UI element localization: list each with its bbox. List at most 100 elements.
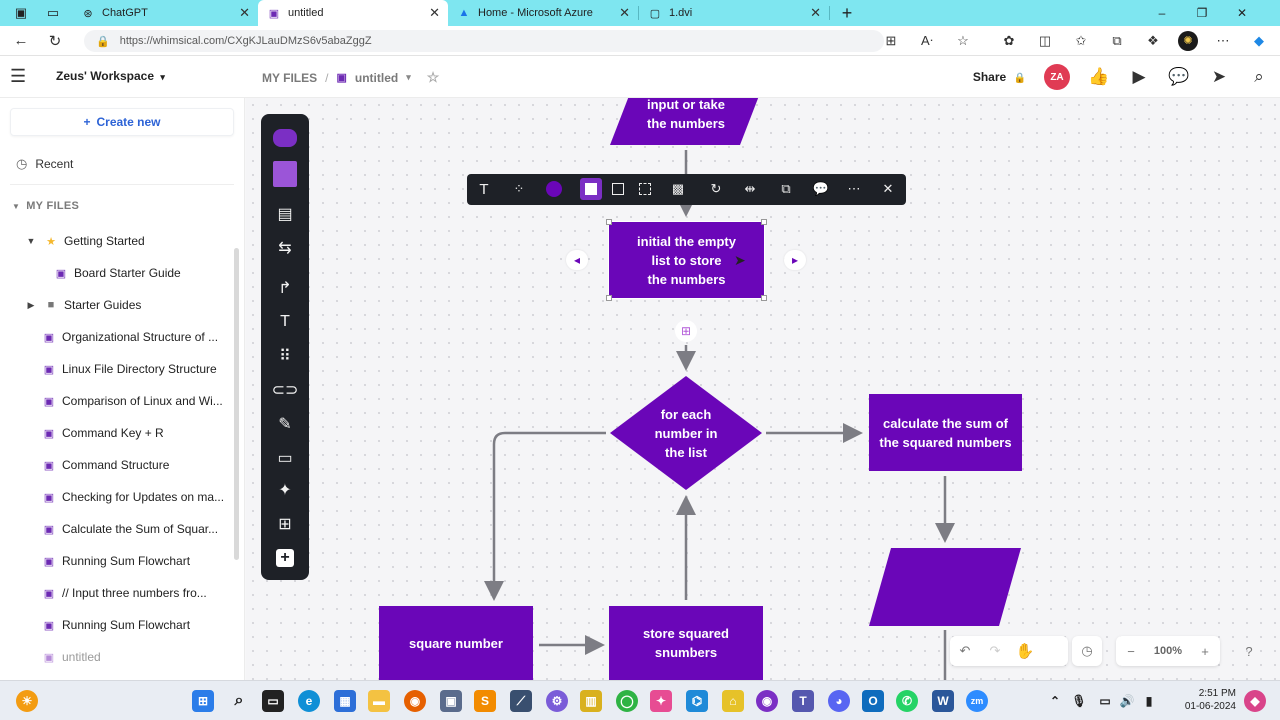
text-tool-icon[interactable]: T — [280, 313, 290, 330]
python-idle-icon[interactable]: ⌂ — [722, 690, 744, 712]
search-icon[interactable]: ⌕ — [1254, 67, 1264, 86]
sidebar-item-command-structure[interactable]: ▣ Command Structure — [42, 455, 170, 475]
back-icon[interactable]: ← — [13, 32, 29, 49]
avatar[interactable]: ZA — [1044, 64, 1070, 90]
table-tool-icon[interactable]: ⊞ — [278, 516, 292, 533]
weather-icon[interactable]: ☀ — [16, 690, 38, 712]
tab-untitled[interactable]: ▣ untitled ✕ — [258, 0, 448, 26]
close-tab-icon[interactable]: ✕ — [810, 5, 821, 20]
rotate-icon[interactable]: ↻ — [710, 181, 722, 196]
breadcrumb-my-files[interactable]: MY FILES — [262, 70, 318, 85]
network-app-icon[interactable]: ▣ — [440, 690, 462, 712]
filled-style-icon[interactable] — [580, 178, 602, 200]
more-options-icon[interactable]: ⋯ — [1216, 33, 1230, 48]
copilot-icon[interactable]: ◆ — [1254, 33, 1264, 48]
terminal-app-icon[interactable]: ⟋ — [510, 690, 532, 712]
zoom-app-icon[interactable]: zm — [966, 690, 988, 712]
duplicate-icon[interactable]: ⧉ — [781, 181, 791, 196]
shape-type-icon[interactable]: ⁘ — [513, 181, 525, 196]
sidebar-item-checking-updates[interactable]: ▣ Checking for Updates on ma... — [42, 487, 224, 507]
close-tab-icon[interactable]: ✕ — [619, 5, 630, 20]
sidebar-item-untitled[interactable]: ▣ untitled — [42, 647, 101, 667]
sublime-icon[interactable]: S — [474, 690, 496, 712]
workspaces-icon[interactable]: ▣ — [14, 5, 28, 20]
close-tab-icon[interactable]: ✕ — [429, 5, 440, 20]
vscode-icon[interactable]: ⌬ — [686, 690, 708, 712]
firefox-icon[interactable]: ◉ — [404, 690, 426, 712]
store-icon[interactable]: ▦ — [334, 690, 356, 712]
link-tool-icon[interactable]: ⊂⊃ — [271, 382, 299, 399]
sidebar-item-board-starter-guide[interactable]: ▣ Board Starter Guide — [54, 263, 181, 283]
like-icon[interactable]: 👍 — [1088, 67, 1110, 86]
close-icon[interactable]: ✕ — [882, 181, 894, 196]
chevron-down-icon[interactable]: ▾ — [406, 72, 411, 82]
selection-handle[interactable] — [606, 295, 612, 301]
my-files-section[interactable]: ▼ MY FILES — [12, 200, 79, 212]
present-icon[interactable]: ▶ — [1132, 67, 1146, 86]
share-button[interactable]: Share 🔒 — [973, 70, 1026, 84]
tray-chevron-icon[interactable]: ⌃ — [1049, 694, 1061, 708]
create-new-button[interactable]: + Create new — [10, 108, 234, 136]
close-tab-icon[interactable]: ✕ — [239, 5, 250, 20]
add-more-tool-icon[interactable]: + — [273, 546, 297, 570]
pencil-tool-icon[interactable]: ✎ — [278, 416, 292, 433]
output-parallelogram-node[interactable] — [869, 548, 1021, 626]
whatsapp-icon[interactable]: ✆ — [896, 690, 918, 712]
help-button[interactable]: ? — [1236, 636, 1262, 666]
microphone-icon[interactable]: 🎙 — [1071, 694, 1087, 708]
sidebar-toggle-icon[interactable]: ☰ — [10, 66, 27, 86]
favorites-icon[interactable]: ✩ — [1075, 33, 1087, 48]
edge-icon[interactable]: e — [298, 690, 320, 712]
app-available-icon[interactable]: ⊞ — [885, 33, 897, 48]
sidebar-item-org-structure[interactable]: ▣ Organizational Structure of ... — [42, 327, 218, 347]
selection-handle[interactable] — [761, 219, 767, 225]
undo-icon[interactable]: ↶ — [959, 643, 971, 658]
volume-icon[interactable]: 🔊 — [1119, 694, 1135, 708]
new-tab-icon[interactable]: + — [841, 2, 853, 23]
doc-title[interactable]: untitled — [354, 70, 399, 85]
extensions-icon[interactable]: ✿ — [1003, 33, 1015, 48]
sidebar-item-starter-guides[interactable]: ▶ ■ Starter Guides — [26, 295, 142, 315]
mind-map-tool-icon[interactable]: ⇆ — [278, 240, 292, 257]
redo-icon[interactable]: ↷ — [989, 643, 1001, 658]
sidebar-item-command-key[interactable]: ▣ Command Key + R — [42, 423, 164, 443]
paint-app-icon[interactable]: ✦ — [650, 690, 672, 712]
file-explorer-icon[interactable]: ▬ — [368, 690, 390, 712]
clock[interactable]: 2:51 PM 01-06-2024 — [1185, 687, 1236, 713]
sidebar-item-comparison[interactable]: ▣ Comparison of Linux and Wi... — [42, 391, 223, 411]
sidebar-scrollbar[interactable] — [234, 248, 239, 560]
minimize-icon[interactable]: – — [1158, 6, 1166, 20]
wireframe-tool-icon[interactable]: ▤ — [277, 206, 293, 223]
ai-sparkle-tool-icon[interactable]: ✦ — [278, 482, 292, 499]
comment-icon[interactable]: 💬 — [812, 181, 830, 196]
connector-tool-icon[interactable]: ↱ — [278, 280, 292, 297]
decision-diamond-node[interactable]: for each number in the list — [610, 376, 762, 490]
profile-icon[interactable]: ✺ — [1178, 31, 1198, 51]
tab-dvi[interactable]: ▢ 1.dvi ✕ — [639, 0, 829, 26]
site-info-icon[interactable]: 🔒 — [96, 35, 110, 48]
collections-icon[interactable]: ⧉ — [1112, 33, 1122, 48]
discord-icon[interactable]: ◕ — [828, 690, 850, 712]
align-icon[interactable]: ⇹ — [744, 181, 756, 196]
history-button[interactable]: ◷ — [1072, 636, 1102, 666]
github-desktop-icon[interactable]: ◉ — [756, 690, 778, 712]
add-connected-node-icon[interactable]: ⊞ — [675, 320, 697, 342]
settings-app-icon[interactable]: ⚙ — [546, 690, 568, 712]
calculate-sum-node[interactable]: calculate the sum of the squared numbers — [869, 394, 1022, 471]
search-icon[interactable]: ⌕ — [234, 692, 244, 709]
ring-app-icon[interactable]: ◯ — [616, 690, 638, 712]
zoom-out-icon[interactable]: − — [1127, 643, 1135, 659]
store-squared-node[interactable]: store squared snumbers — [609, 606, 763, 680]
input-parallelogram-node[interactable]: input or take the numbers — [610, 98, 762, 145]
url-field[interactable]: 🔒 https://whimsical.com/CXgKJLauDMzS6v5a… — [84, 30, 884, 52]
sticky-note-tool-icon[interactable] — [273, 161, 297, 187]
restore-icon[interactable]: ❐ — [1196, 6, 1208, 20]
teams-icon[interactable]: T — [792, 690, 814, 712]
comments-icon[interactable]: 💬 — [1168, 67, 1190, 86]
transparent-style-icon[interactable]: ▩ — [671, 181, 685, 196]
star-icon[interactable]: ☆ — [426, 69, 440, 85]
grid-tool-icon[interactable]: ⠿ — [279, 348, 291, 365]
outlook-icon[interactable]: O — [862, 690, 884, 712]
selection-handle[interactable] — [761, 295, 767, 301]
hand-pan-icon[interactable]: ✋ — [1015, 643, 1035, 660]
